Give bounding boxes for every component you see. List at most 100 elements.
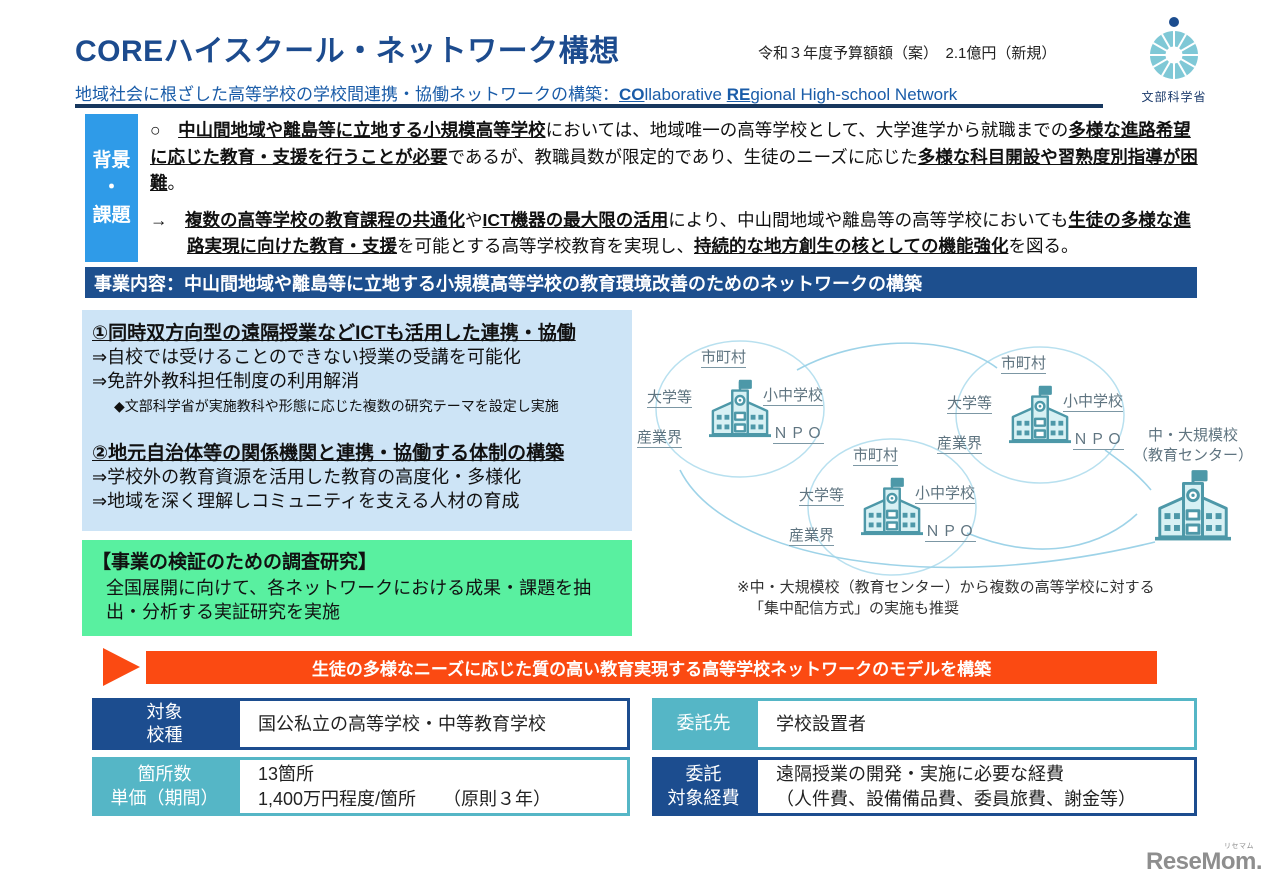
research-box-title: 【事業の検証のための調査研究】 <box>92 552 378 573</box>
school-cluster-2: 市町村 大学等 小中学校 産業界 ＮＰＯ <box>937 346 1135 506</box>
background-label-dot: ・ <box>101 177 121 199</box>
large-school-building-icon <box>1155 470 1231 541</box>
diagram-note: ※中・大規模校（教育センター）から複数の高等学校に対する 「集中配信方式」の実施… <box>737 577 1155 619</box>
npo-label: ＮＰＯ <box>1073 428 1125 450</box>
municipality-label: 市町村 <box>853 444 899 466</box>
municipality-label: 市町村 <box>701 346 747 368</box>
budget-note: 令和３年度予算額額（案） 2.1億円（新規） <box>758 45 1057 62</box>
entrustee-value-text: 学校設置者 <box>776 713 866 734</box>
header-divider <box>75 104 1103 108</box>
p2-seg-em: 持続的な地方創生の核としての機能強化 <box>693 236 1009 257</box>
entrustee-header: 委託先 <box>652 698 755 750</box>
background-issue-label: 背景 ・ 課題 <box>85 114 138 262</box>
ict-item2-line2: ⇒地域を深く理解しコミュニティを支える人材の育成 <box>92 490 520 511</box>
mext-emblem-icon <box>1150 17 1198 79</box>
ict-item1-line2: ⇒免許外教科担任制度の利用解消 <box>92 371 360 392</box>
network-links-graphic <box>655 340 1156 576</box>
entrusted-expenses-header: 委託 対象経費 <box>652 757 755 816</box>
mext-label: 文部科学省 <box>1141 90 1207 104</box>
education-center-label-line1: 中・大規模校 <box>1147 427 1238 444</box>
background-paragraph-1: ○ 中山間地域や離島等に立地する小規模高等学校においては、地域唯一の高等学校とし… <box>150 117 1200 197</box>
elementary-label: 小中学校 <box>915 482 976 504</box>
subtitle-jp: 地域社会に根ざした高等学校の学校間連携・協働ネットワークの構築： <box>75 85 619 104</box>
education-center-label-line2: （教育センター） <box>1132 446 1253 464</box>
count-value-line1: 13箇所 <box>258 764 315 785</box>
research-verification-box: 【事業の検証のための調査研究】 全国展開に向けて、各ネットワークにおける成果・課… <box>82 540 632 636</box>
university-label: 大学等 <box>647 386 693 408</box>
banner-arrow-icon <box>103 648 140 686</box>
school-cluster-3: 市町村 大学等 小中学校 産業界 ＮＰＯ <box>789 438 987 598</box>
site-count-unit-header: 箇所数 単価（期間） <box>92 757 237 816</box>
ict-item2-title: ②地元自治体等の関係機関と連携・協働する体制の構築 <box>92 442 565 464</box>
expense-value-line2: （人件費、設備備品費、委員旅費、謝金等） <box>776 788 1136 809</box>
ict-collaboration-box: ①同時双方向型の遠隔授業などICTも活用した連携・協働 ⇒自校では受けることので… <box>82 310 632 531</box>
background-label-line2: 課題 <box>92 204 131 226</box>
subtitle-re-rest: gional High-school Network <box>750 85 958 104</box>
university-label: 大学等 <box>947 392 993 414</box>
network-diagram: 市町村 大学等 小中学校 産業界 ＮＰＯ <box>635 328 1253 580</box>
resemom-logo: ReseMom. リセマム <box>1146 843 1262 876</box>
count-header-line1: 箇所数 <box>137 764 192 785</box>
p2-seg: → <box>150 209 185 230</box>
research-box-body: 全国展開に向けて、各ネットワークにおける成果・課題を抽出・分析する実証研究を実施 <box>106 578 592 623</box>
school-building-icon <box>861 477 923 536</box>
ict-item2-line1: ⇒学校外の教育資源を活用した教育の高度化・多様化 <box>92 466 522 487</box>
p1-seg: においては、地域唯一の高等学校として、大学進学から就職までの <box>545 120 1069 140</box>
npo-label: ＮＰＯ <box>925 520 977 542</box>
ict-item1-note: ◆文部科学省が実施教科や形態に応じた複数の研究テーマを設定し実施 <box>114 397 559 414</box>
entrustee-value: 学校設置者 <box>755 698 1197 750</box>
p2-seg-em: 生徒の多様な進路実現に向けた教育・支援 <box>187 209 1191 257</box>
p1-seg-em: 多様な進路希望に応じた教育・支援を行うことが必要 <box>150 120 1191 167</box>
mext-logo: 文部科学省 <box>1136 16 1212 105</box>
p1-seg-em: 多様な科目開設や習熟度別指導が困難 <box>150 146 1198 194</box>
target-header-line1: 対象 <box>146 701 183 722</box>
diagram-note-line1: ※中・大規模校（教育センター）から複数の高等学校に対する <box>737 579 1155 596</box>
elementary-label: 小中学校 <box>1063 390 1124 412</box>
school-cluster-1: 市町村 大学等 小中学校 産業界 ＮＰＯ <box>637 340 835 500</box>
target-school-type-value: 国公私立の高等学校・中等教育学校 <box>237 698 630 750</box>
p2-seg: を図る。 <box>1008 236 1079 257</box>
school-building-icon <box>1009 385 1071 444</box>
expense-header-line1: 委託 <box>685 764 722 785</box>
diagram-note-line2: 「集中配信方式」の実施も推奨 <box>749 600 960 617</box>
goal-banner: 生徒の多様なニーズに応じた質の高い教育実現する高等学校ネットワークのモデルを構築 <box>146 651 1157 684</box>
p2-seg: により、中山間地域や離島等の高等学校においても <box>668 209 1069 230</box>
expense-value-line1: 遠隔授業の開発・実施に必要な経費 <box>776 764 1064 785</box>
entrusted-expenses-value: 遠隔授業の開発・実施に必要な経費 （人件費、設備備品費、委員旅費、謝金等） <box>755 757 1197 816</box>
target-header-line2: 校種 <box>146 725 183 745</box>
school-building-icon <box>709 379 771 438</box>
p1-seg: であるが、教職員数が限定的であり、生徒のニーズに応じた <box>447 146 918 167</box>
background-label-line1: 背景 <box>92 149 131 171</box>
p2-seg-em: ICT機器の最大限の活用 <box>482 209 669 230</box>
count-value-line2: 1,400万円程度/箇所 （原則３年） <box>258 788 552 809</box>
industry-label: 産業界 <box>789 524 835 546</box>
target-value-text: 国公私立の高等学校・中等教育学校 <box>258 713 546 734</box>
npo-label: ＮＰＯ <box>773 422 825 444</box>
education-center-school: 中・大規模校 （教育センター） <box>1113 426 1262 549</box>
p1-seg-em: 中山間地域や離島等に立地する小規模高等学校 <box>178 120 546 140</box>
site-count-unit-value: 13箇所 1,400万円程度/箇所 （原則３年） <box>237 757 630 816</box>
subtitle-re: RE <box>726 85 751 104</box>
page-title: COREハイスクール・ネットワーク構想 <box>75 35 620 68</box>
industry-label: 産業界 <box>937 432 983 454</box>
entrustee-header-text: 委託先 <box>676 713 731 734</box>
p2-seg-em: 複数の高等学校の教育課程の共通化 <box>185 209 465 230</box>
resemom-logo-text: ReseMom. <box>1146 848 1262 875</box>
industry-label: 産業界 <box>637 426 683 448</box>
municipality-label: 市町村 <box>1001 352 1047 374</box>
p2-seg: を可能とする高等学校教育を実現し、 <box>397 236 694 257</box>
program-content-bar: 事業内容：中山間地域や離島等に立地する小規模高等学校の教育環境改善のためのネット… <box>85 267 1197 298</box>
elementary-label: 小中学校 <box>763 384 824 406</box>
count-header-line2: 単価（期間） <box>110 787 219 808</box>
ict-item1-line1: ⇒自校では受けることのできない授業の受講を可能化 <box>92 347 521 367</box>
university-label: 大学等 <box>799 484 845 506</box>
page-subtitle: 地域社会に根ざした高等学校の学校間連携・協働ネットワークの構築：COllabor… <box>75 80 957 105</box>
target-school-type-header: 対象 校種 <box>92 698 237 750</box>
p1-seg: 。 <box>167 173 186 194</box>
subtitle-co: CO <box>619 85 645 104</box>
background-paragraph-2: → 複数の高等学校の教育課程の共通化やICT機器の最大限の活用により、中山間地域… <box>150 207 1200 260</box>
subtitle-co-rest: llaborative <box>644 85 727 104</box>
resemom-logo-ruby: リセマム <box>1224 843 1255 850</box>
p1-seg: ○ <box>150 120 179 140</box>
